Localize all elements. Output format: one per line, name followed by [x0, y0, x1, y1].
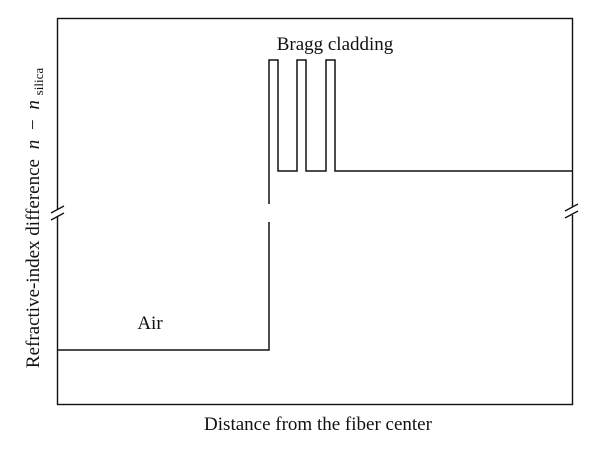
y-axis-label-main: Refractive-index difference — [23, 159, 44, 368]
y-axis-label-var: n — [23, 140, 44, 150]
air-core-label: Air — [137, 313, 163, 334]
plot-frame — [56, 17, 574, 406]
x-axis-label: Distance from the fiber center — [204, 414, 433, 435]
y-axis-label-minus: − — [23, 119, 44, 130]
bragg-cladding-label: Bragg cladding — [277, 34, 394, 55]
index-profile-upper — [268, 59, 572, 204]
y-axis-label: Refractive-index difference n − n silica — [23, 68, 46, 368]
left-axis-break-mark — [50, 205, 65, 221]
y-axis-label-subvar: n — [23, 100, 44, 110]
index-profile-lower — [58, 222, 270, 351]
right-axis-break-gap — [566, 207, 578, 215]
left-axis-break-gap — [52, 209, 64, 217]
right-axis-break-mark — [564, 203, 579, 219]
y-axis-label-subscript: silica — [31, 68, 46, 96]
